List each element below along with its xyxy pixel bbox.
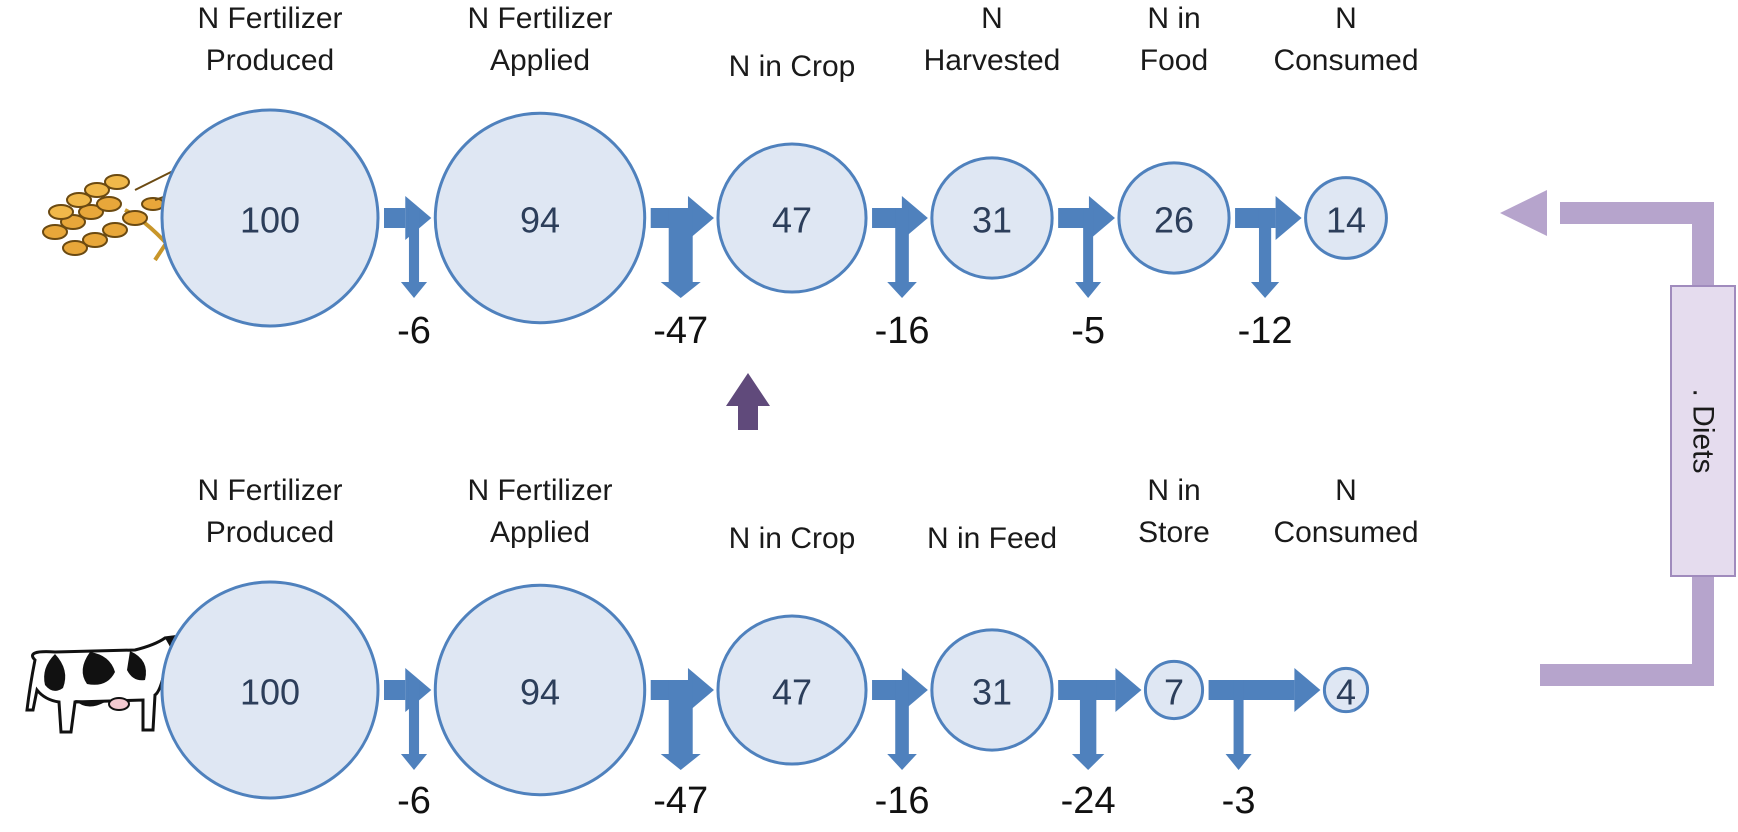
flow-node-label: N in	[1147, 2, 1200, 35]
flow-node-value: 4	[1336, 672, 1356, 713]
diets-connector: . Diets	[1500, 190, 1736, 686]
loss-arrow-shaft	[895, 208, 909, 282]
flow-node-label: N Fertilizer	[197, 2, 342, 35]
flow-node-value: 47	[772, 672, 812, 713]
flow-arrow-shaft	[872, 680, 902, 700]
flow-node-label: Produced	[206, 516, 334, 549]
flow-arrow-head	[1275, 196, 1302, 240]
flow-node-value: 31	[972, 200, 1012, 241]
flow-node-value: 31	[972, 672, 1012, 713]
flow-node-label: Store	[1138, 516, 1210, 549]
flow-node-label: N Fertilizer	[467, 2, 612, 35]
flow-node-label: Applied	[490, 516, 590, 549]
flow-node-value: 94	[520, 200, 560, 241]
loss-value: -24	[1061, 780, 1116, 822]
flow-node-circle	[716, 142, 868, 294]
flow-node-label: Consumed	[1273, 44, 1418, 77]
loss-value: -3	[1222, 780, 1256, 822]
loss-arrow-head	[1225, 754, 1252, 770]
diets-arrowhead	[1500, 190, 1547, 236]
flow-arrow-shaft	[1208, 680, 1295, 700]
flow-arrow-shaft	[872, 208, 902, 228]
flow-node-circle	[433, 583, 647, 797]
flow-node-circle	[160, 108, 380, 328]
loss-arrow-shaft	[668, 680, 693, 754]
flow-node-circle	[433, 111, 647, 325]
flow-node-value: 100	[240, 672, 300, 713]
flow-node-circle	[1322, 666, 1370, 714]
loss-arrow-shaft	[1258, 208, 1272, 282]
flow-arrow-shaft	[1058, 208, 1089, 228]
loss-arrow-shaft	[1083, 208, 1094, 282]
loss-arrow-head	[1075, 282, 1102, 298]
flow-node-circle	[160, 580, 380, 800]
diets-label: . Diets	[1687, 388, 1720, 473]
flow-arrow-head	[1088, 196, 1115, 240]
flow-node-label: N Fertilizer	[197, 474, 342, 507]
flow-node-label: N in	[1147, 474, 1200, 507]
loss-arrow-head	[400, 282, 428, 298]
loss-value: -47	[653, 310, 708, 352]
loss-arrow-head	[887, 282, 917, 298]
loss-arrow-head	[1250, 282, 1280, 298]
flow-node-label: Food	[1140, 44, 1208, 77]
loss-value: -16	[875, 310, 930, 352]
loss-value: -6	[397, 780, 431, 822]
flow-arrow-shaft	[384, 208, 406, 228]
flow-node-value: 100	[240, 200, 300, 241]
loss-value: -12	[1238, 310, 1293, 352]
flow-node-circle	[1117, 161, 1231, 275]
flow-arrow-shaft	[384, 680, 406, 700]
loss-arrow-head	[1071, 754, 1105, 770]
loss-arrow-shaft	[1079, 680, 1097, 754]
up-arrow-icon	[726, 373, 770, 430]
wheat-icon	[42, 164, 219, 271]
flow-node-label: N	[981, 2, 1003, 35]
flow-node-label: N in Crop	[729, 522, 856, 555]
diets-box	[1670, 285, 1736, 577]
loss-value: -16	[875, 780, 930, 822]
flow-node-label: N	[1335, 474, 1357, 507]
loss-arrow-head	[400, 754, 428, 770]
loss-arrow-head	[660, 754, 701, 770]
flow-node-circle	[930, 628, 1054, 752]
flow-node-label: Harvested	[924, 44, 1061, 77]
flow-arrow-head	[1115, 668, 1142, 712]
loss-arrow-head	[887, 754, 917, 770]
loss-arrow-shaft	[1233, 680, 1244, 754]
flow-node-label: Consumed	[1273, 516, 1418, 549]
loss-arrow-shaft	[668, 208, 693, 282]
flow-node-circle	[1304, 176, 1388, 260]
loss-value: -47	[653, 780, 708, 822]
flow-node-label: N in Crop	[729, 50, 856, 83]
flow-node-value: 7	[1164, 672, 1184, 713]
flow-node-label: N Fertilizer	[467, 474, 612, 507]
loss-value: -5	[1071, 310, 1105, 352]
loss-value: -6	[397, 310, 431, 352]
flow-node-label: Produced	[206, 44, 334, 77]
flow-node-label: Applied	[490, 44, 590, 77]
flow-node-value: 94	[520, 672, 560, 713]
loss-arrow-shaft	[895, 680, 909, 754]
flow-node-label: N	[1335, 2, 1357, 35]
flow-arrow-head	[687, 668, 714, 712]
flow-node-circle	[1143, 659, 1205, 721]
flow-node-circle	[716, 614, 868, 766]
loss-arrow-shaft	[408, 680, 420, 754]
flow-node-value: 26	[1154, 200, 1194, 241]
flow-node-circle	[930, 156, 1054, 280]
loss-arrow-head	[660, 282, 701, 298]
loss-arrow-shaft	[408, 208, 420, 282]
flow-arrow-head	[687, 196, 714, 240]
flow-arrow-head	[1294, 668, 1321, 712]
flow-node-value: 47	[772, 200, 812, 241]
flow-node-value: 14	[1326, 200, 1366, 241]
flow-node-label: N in Feed	[927, 522, 1057, 555]
